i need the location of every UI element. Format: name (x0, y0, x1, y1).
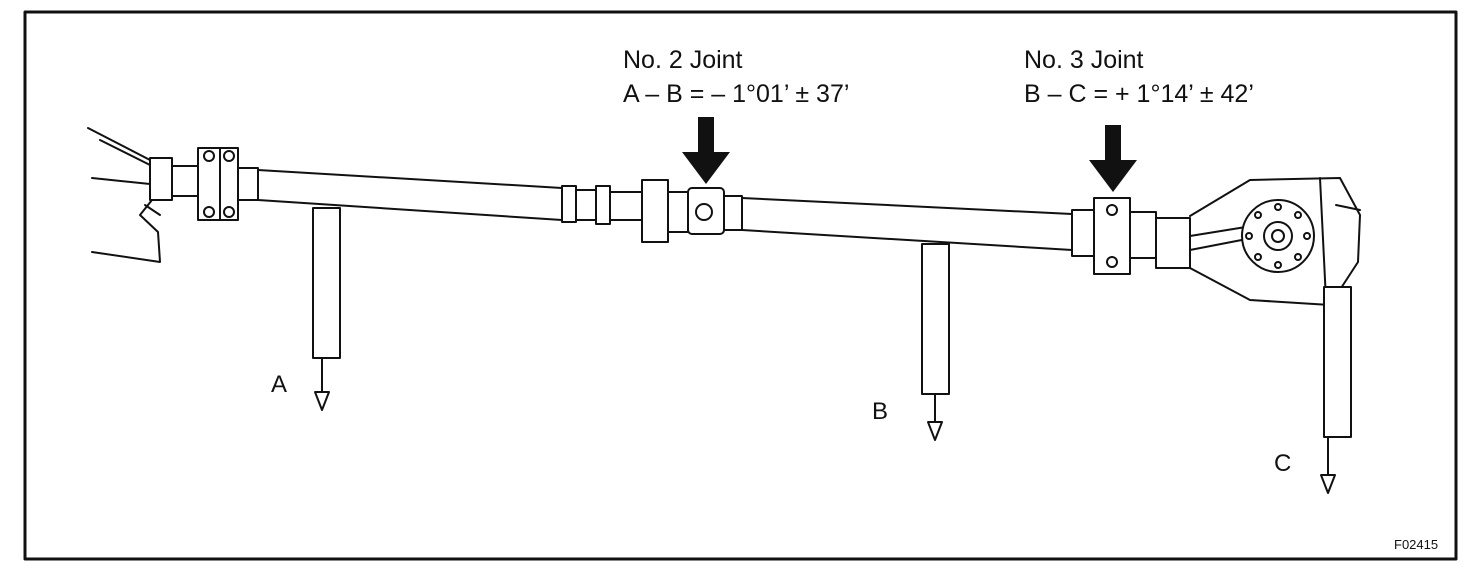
gauge-b (921, 243, 950, 441)
front-shaft-tube (257, 169, 563, 221)
point-c-label: C (1274, 450, 1292, 477)
figure-code: F02415 (1394, 537, 1439, 552)
front-flange (149, 147, 259, 221)
slip-joint (561, 185, 643, 225)
gauge-a (312, 207, 341, 411)
no2-joint-title: No. 2 Joint (623, 46, 743, 74)
no2-joint-formula: A – B = – 1°01’ ± 37’ (623, 80, 850, 108)
gauge-c (1320, 286, 1352, 494)
no2-joint-arrow (682, 117, 730, 184)
point-b-label: B (872, 398, 889, 425)
no3-joint (1071, 197, 1157, 275)
diagram-frame (23, 10, 1458, 561)
no2-joint (641, 179, 743, 243)
no3-joint-formula: B – C = + 1°14’ ± 42’ (1024, 80, 1254, 108)
rear-shaft-tube (741, 197, 1073, 251)
point-a-label: A (271, 371, 288, 398)
no3-joint-arrow (1089, 125, 1137, 192)
no3-joint-title: No. 3 Joint (1024, 46, 1144, 74)
rear-differential (1155, 177, 1361, 306)
